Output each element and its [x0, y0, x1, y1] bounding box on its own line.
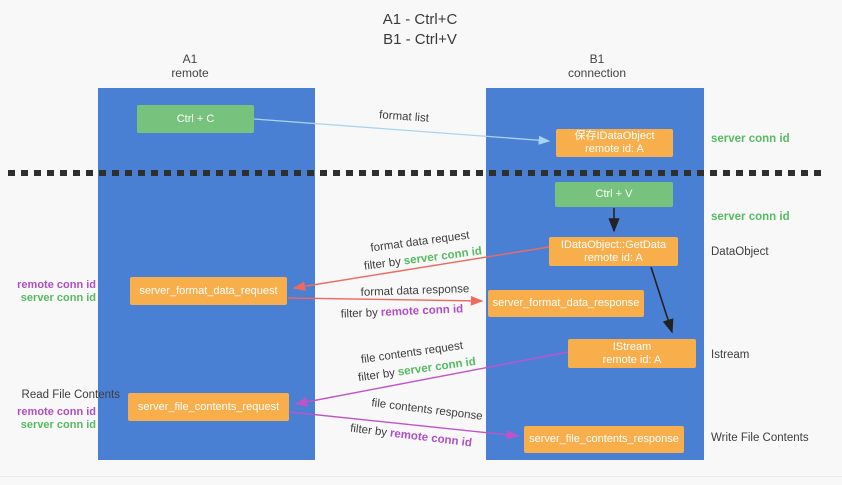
write-file-contents-annotation: Write File Contents: [711, 432, 809, 444]
title-line-ctrl-v: B1 - Ctrl+V: [383, 31, 457, 48]
filter-by-text: filter by: [340, 307, 379, 321]
file-contents-request-arrow: [294, 351, 569, 407]
lane-b-role: connection: [567, 66, 627, 80]
getdata-to-istream-arrow: [650, 266, 674, 334]
istream-line2: remote id: A: [602, 353, 662, 366]
file-contents-response-arrow: [289, 411, 520, 440]
lane-b-header: B1 connection: [537, 52, 657, 80]
server-format-data-request-node: server_format_data_request: [130, 277, 287, 305]
read-file-contents-annotation: Read File Contents: [21, 389, 120, 401]
ctrl-v-label: Ctrl + V: [595, 188, 633, 200]
server-conn-id-annotation: server conn id: [20, 419, 96, 431]
server-conn-id-annotation-top: server conn id: [711, 133, 790, 145]
server-file-contents-request-label: server_file_contents_request: [137, 400, 280, 413]
format-data-request-arrow: [292, 246, 550, 292]
format-list-arrow: [253, 118, 551, 145]
server-format-data-response-node: server_format_data_response: [488, 290, 644, 317]
ctrl-c-label: Ctrl + C: [176, 112, 215, 125]
ctrl-c-node: Ctrl + C: [137, 105, 254, 133]
lane-a-role: remote: [171, 66, 209, 80]
lane-a-header: A1 remote: [130, 52, 250, 80]
machine-boundary-dotted-line: [8, 170, 822, 176]
dataobject-annotation: DataObject: [711, 246, 769, 258]
save-idataobject-line2: remote id: A: [585, 143, 644, 155]
getdata-line1: IDataObject::GetData: [560, 238, 667, 251]
server-format-data-response-label: server_format_data_response: [492, 297, 640, 309]
server-file-contents-response-node: server_file_contents_response: [524, 426, 684, 453]
left-conn-id-annotations-bottom: remote conn id server conn id: [0, 406, 96, 432]
remote-conn-id-annotation: remote conn id: [17, 406, 96, 418]
getdata-line2: remote id: A: [584, 251, 643, 264]
ctrl-v-node: Ctrl + V: [555, 182, 673, 207]
bottom-edge-divider: [0, 476, 842, 477]
server-file-contents-request-node: server_file_contents_request: [128, 393, 289, 421]
istream-node: IStream remote id: A: [568, 339, 696, 368]
server-file-contents-response-label: server_file_contents_response: [529, 433, 679, 445]
server-conn-id-annotation-mid: server conn id: [711, 211, 790, 223]
server-conn-id-annotation: server conn id: [20, 292, 96, 304]
istream-annotation: Istream: [711, 349, 750, 361]
istream-line1: IStream: [612, 340, 652, 353]
left-conn-id-annotations-top: remote conn id server conn id: [0, 279, 96, 305]
save-idataobject-node: 保存IDataObject remote id: A: [556, 129, 673, 157]
title-line-ctrl-c: A1 - Ctrl+C: [382, 11, 458, 28]
server-format-data-request-label: server_format_data_request: [139, 284, 278, 297]
lane-a-id: A1: [182, 52, 198, 66]
lane-b-id: B1: [589, 52, 605, 66]
save-idataobject-line1: 保存IDataObject: [574, 130, 655, 142]
format-data-response-arrow: [287, 295, 484, 306]
idataobject-getdata-node: IDataObject::GetData remote id: A: [549, 237, 678, 266]
remote-conn-id-annotation: remote conn id: [17, 279, 96, 291]
diagram-title: A1 - Ctrl+C B1 - Ctrl+V: [300, 10, 540, 50]
